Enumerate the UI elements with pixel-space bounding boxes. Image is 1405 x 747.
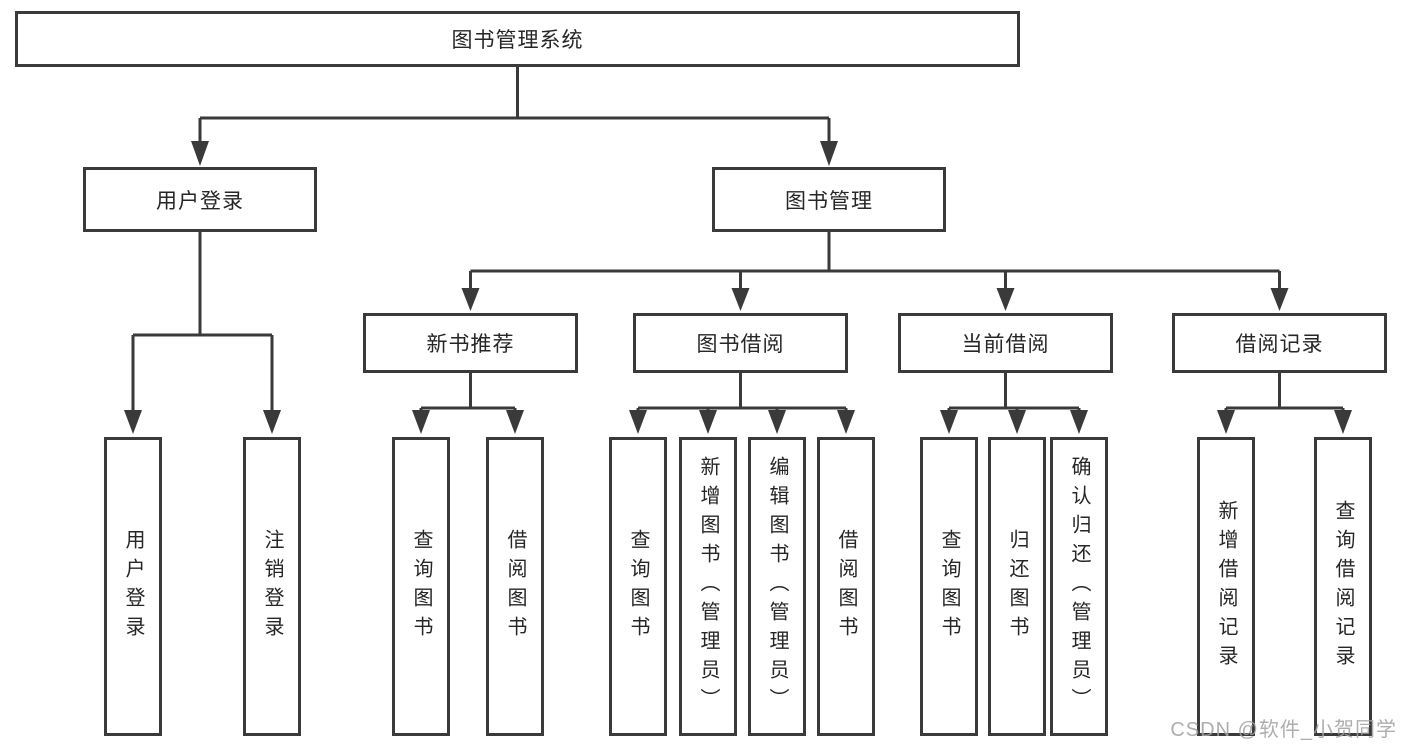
node-borrowing-records: 借阅记录 bbox=[1172, 313, 1387, 373]
leaf-query-borrow-record: 查询借阅记录 bbox=[1314, 437, 1372, 736]
leaf-query-books-current-label: 查询图书 bbox=[938, 528, 960, 645]
leaf-return-book: 归还图书 bbox=[988, 437, 1046, 736]
leaf-query-books-borrowing-label: 查询图书 bbox=[627, 528, 649, 645]
leaf-logout-label: 注销登录 bbox=[261, 528, 283, 645]
leaf-add-book-admin-label: 新增图书（管理员） bbox=[697, 456, 719, 717]
leaf-borrow-books-borrowing: 借阅图书 bbox=[817, 437, 875, 736]
csdn-watermark: CSDN @软件_小贺同学 bbox=[1170, 719, 1397, 741]
leaf-query-books-recommend: 查询图书 bbox=[392, 437, 450, 736]
leaf-return-book-label: 归还图书 bbox=[1006, 528, 1028, 645]
leaf-confirm-return-admin: 确认归还（管理员） bbox=[1050, 437, 1108, 736]
leaf-query-borrow-record-label: 查询借阅记录 bbox=[1332, 499, 1354, 674]
leaf-query-books-current: 查询图书 bbox=[920, 437, 978, 736]
leaf-add-book-admin: 新增图书（管理员） bbox=[679, 437, 737, 736]
leaf-logout: 注销登录 bbox=[243, 437, 301, 736]
node-new-book-recommendation: 新书推荐 bbox=[363, 313, 578, 373]
leaf-query-books-recommend-label: 查询图书 bbox=[410, 528, 432, 645]
node-book-borrowing: 图书借阅 bbox=[633, 313, 848, 373]
leaf-borrow-books-recommend-label: 借阅图书 bbox=[504, 528, 526, 645]
leaf-borrow-books-recommend: 借阅图书 bbox=[486, 437, 544, 736]
leaf-confirm-return-admin-label: 确认归还（管理员） bbox=[1068, 456, 1090, 717]
node-current-borrowing: 当前借阅 bbox=[898, 313, 1113, 373]
leaf-user-login: 用户登录 bbox=[104, 437, 162, 736]
node-book-management: 图书管理 bbox=[712, 167, 946, 232]
leaf-user-login-label: 用户登录 bbox=[122, 528, 144, 645]
leaf-add-borrow-record-label: 新增借阅记录 bbox=[1215, 499, 1237, 674]
leaf-query-books-borrowing: 查询图书 bbox=[609, 437, 667, 736]
node-user-login: 用户登录 bbox=[83, 167, 317, 232]
leaf-edit-book-admin-label: 编辑图书（管理员） bbox=[766, 456, 788, 717]
leaf-borrow-books-borrowing-label: 借阅图书 bbox=[835, 528, 857, 645]
node-library-management-system: 图书管理系统 bbox=[15, 11, 1020, 67]
leaf-edit-book-admin: 编辑图书（管理员） bbox=[748, 437, 806, 736]
leaf-add-borrow-record: 新增借阅记录 bbox=[1197, 437, 1255, 736]
